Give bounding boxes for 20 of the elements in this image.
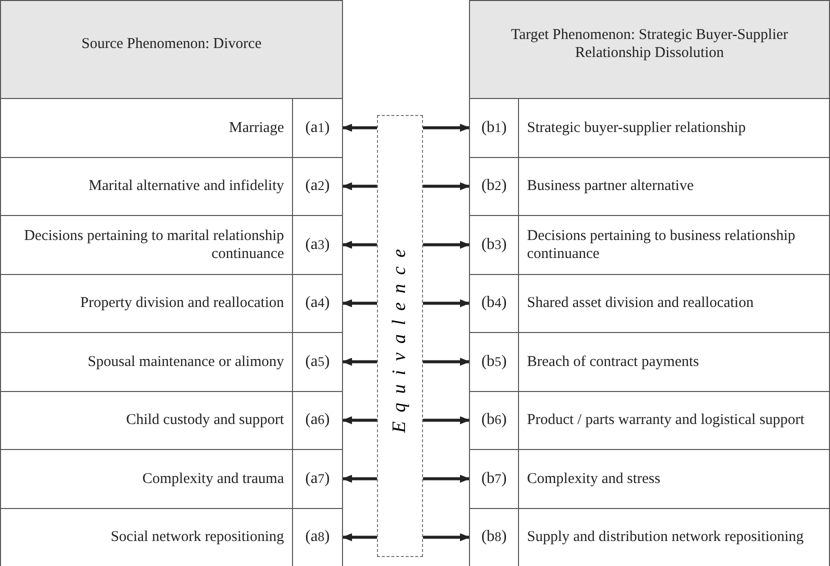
vertical-label: Equivalence — [389, 240, 411, 432]
arrow — [342, 358, 377, 366]
arrow — [342, 533, 377, 542]
arrow — [342, 124, 377, 132]
dashed-box — [377, 115, 423, 557]
arrow — [423, 533, 470, 542]
arrow — [423, 358, 470, 366]
arrow — [342, 299, 377, 308]
arrow — [423, 474, 470, 483]
arrow — [423, 299, 470, 308]
arrow — [342, 182, 377, 190]
arrow — [342, 240, 377, 249]
header-cell: Source Phenomenon: Divorce — [0, 0, 343, 99]
arrow — [423, 124, 470, 132]
header-cell: Target Phenomenon: Strategic Buyer-Supplier Relationship Dissolution — [469, 0, 830, 99]
arrow — [342, 474, 377, 483]
arrow — [423, 416, 470, 424]
arrow — [342, 416, 377, 424]
arrow — [423, 182, 470, 190]
arrow — [423, 240, 470, 249]
